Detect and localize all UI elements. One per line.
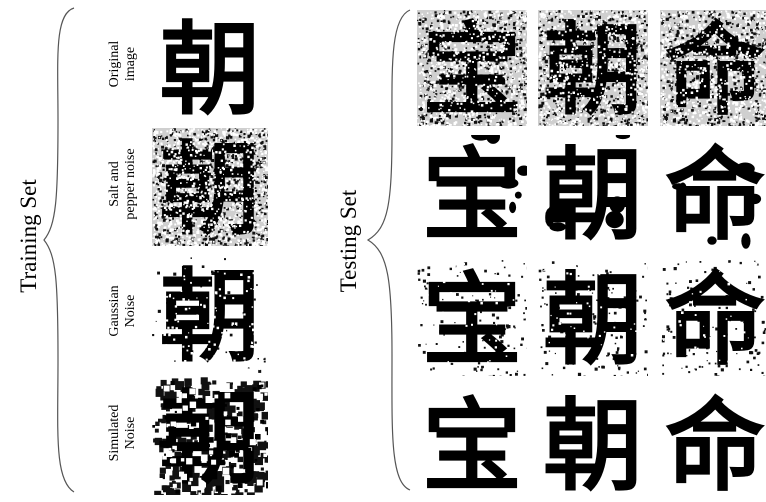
- training-image-simulated: 朝: [152, 377, 268, 495]
- testing-image-r2-c2: 朝: [538, 135, 648, 251]
- testing-set-title: Testing Set: [336, 176, 364, 306]
- testing-image-r1-c2: 朝: [538, 10, 648, 126]
- testing-brace: [362, 0, 422, 499]
- training-row-label-line1: Gaussian: [107, 261, 123, 361]
- training-row-label-line1: Original: [107, 14, 123, 114]
- testing-image-r4-c1: 宝: [417, 386, 527, 502]
- testing-image-r3-c2-character: 朝: [543, 262, 643, 376]
- training-row-label-line2: image: [123, 14, 139, 114]
- testing-image-r4-c3: 命: [660, 386, 766, 502]
- testing-image-r3-c3: 命: [660, 260, 766, 376]
- testing-image-r2-c1-character: 宝: [422, 137, 522, 251]
- training-brace: [40, 0, 100, 499]
- training-image-original: 朝: [152, 8, 268, 126]
- training-row-label-line2: Noise: [123, 261, 139, 361]
- testing-image-r4-c1-character: 宝: [422, 388, 522, 502]
- testing-image-r2-c2-character: 朝: [543, 137, 643, 251]
- training-image-gaussian: 朝: [152, 255, 268, 373]
- training-row-label-line2: Noise: [123, 383, 139, 483]
- testing-image-r3-c2: 朝: [538, 260, 648, 376]
- training-row-label-line2: pepper noise: [123, 134, 139, 234]
- training-image-original-character: 朝: [159, 11, 260, 126]
- training-row-label-line1: Simulated: [107, 383, 123, 483]
- testing-image-r4-c2: 朝: [538, 386, 648, 502]
- testing-image-r4-c2-character: 朝: [543, 388, 643, 502]
- testing-image-r2-c3: 命: [660, 135, 766, 251]
- testing-image-r1-c1: 宝: [417, 10, 527, 126]
- testing-image-r4-c3-character: 命: [665, 388, 765, 502]
- testing-image-r3-c1: 宝: [417, 260, 527, 376]
- testing-image-r2-c1: 宝: [417, 135, 527, 251]
- testing-image-r3-c1-character: 宝: [422, 262, 522, 376]
- testing-image-r1-c3: 命: [660, 10, 766, 126]
- training-image-salt-pepper: 朝: [152, 128, 268, 246]
- training-row-label-line1: Salt and: [107, 134, 123, 234]
